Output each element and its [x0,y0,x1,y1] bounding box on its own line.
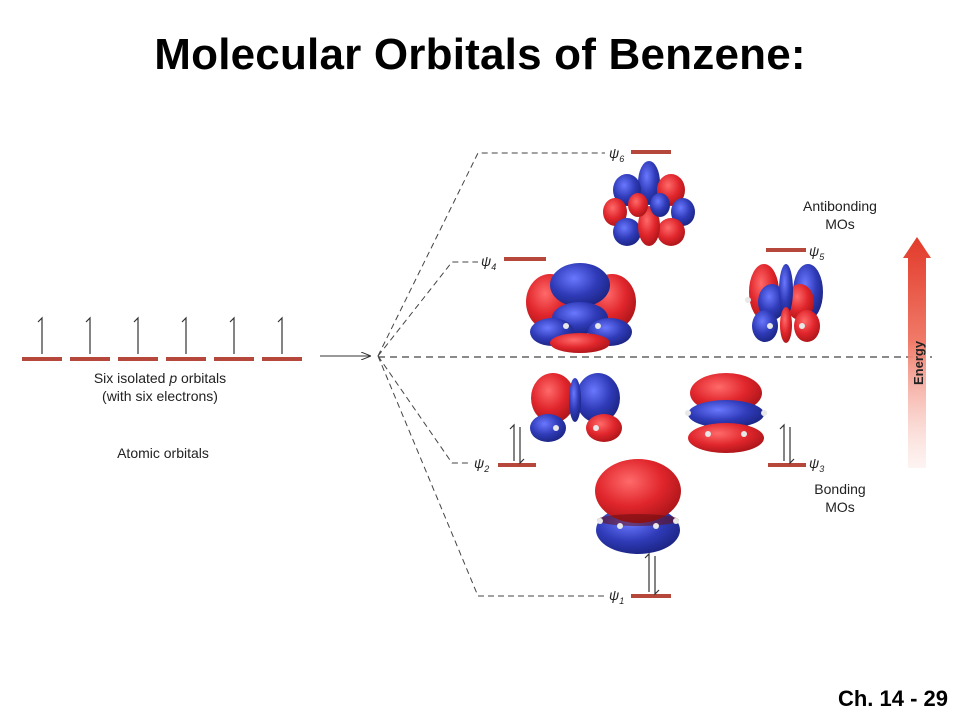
orbital-psi4-image [526,263,636,353]
energy-label: Energy [911,340,926,385]
psi4-label: ψ4 [481,253,496,272]
atomic-orbital-2 [70,316,110,361]
atomic-orbital-4 [166,316,206,361]
orbital-psi3-image [685,373,767,453]
antibonding-label-line1: Antibonding [803,198,877,214]
bonding-label-line2: MOs [825,499,855,515]
bonding-label-line1: Bonding [814,481,865,497]
connector-lines [377,152,607,597]
energy-arrow: Energy [903,237,931,468]
orbital-psi2-image [530,373,622,442]
atomic-orbitals [22,316,302,361]
psi6-label: ψ6 [609,145,624,164]
atomic-label-line2: (with six electrons) [102,388,218,404]
antibonding-label-line2: MOs [825,216,855,232]
atomic-orbitals-caption: Atomic orbitals [117,445,209,461]
electron-pairs [509,423,795,596]
level-psi1 [631,594,671,598]
atomic-orbital-1 [22,316,62,361]
orbital-psi6-image [603,161,695,246]
atomic-orbital-6 [262,316,302,361]
level-psi2 [498,463,536,467]
atomic-label-line1: Six isolated p orbitals [94,370,226,386]
level-psi5 [766,248,806,252]
psi3-label: ψ3 [809,455,824,474]
atomic-orbital-3 [118,316,158,361]
mo-levels [498,150,806,598]
level-psi6 [631,150,671,154]
slide-number: Ch. 14 - 29 [837,686,948,711]
slide-title: Molecular Orbitals of Benzene: [154,30,806,79]
level-psi4 [504,257,546,261]
atomic-orbital-5 [214,316,254,361]
psi2-label: ψ2 [474,455,489,474]
orbital-psi1-image [595,459,681,554]
orbital-psi5-image [745,264,823,343]
psi5-label: ψ5 [809,243,825,262]
psi1-label: ψ1 [609,587,624,606]
level-psi3 [768,463,806,467]
